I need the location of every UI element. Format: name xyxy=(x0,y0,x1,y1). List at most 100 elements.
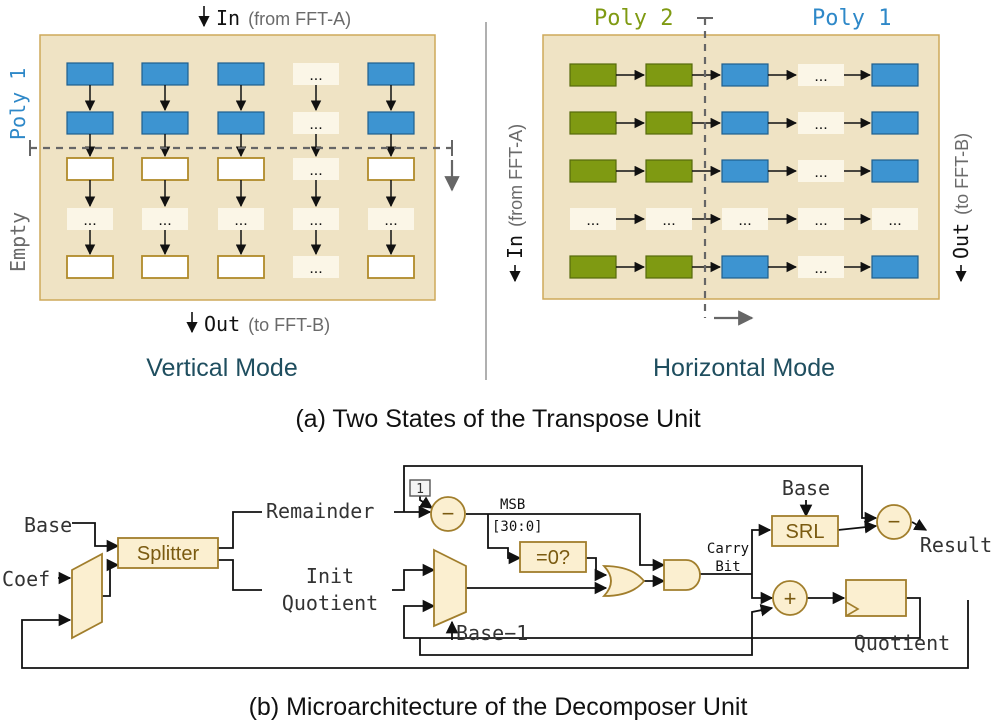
horizontal-out-label: Out(to FFT-B) xyxy=(949,133,973,283)
v-cell-r2-c2 xyxy=(217,157,265,181)
v-dots-r4-c3: ... xyxy=(309,260,322,277)
v-cell-r4-c3 xyxy=(293,256,339,278)
h-cell-r2-c4 xyxy=(871,159,919,183)
decomposer-components: Splitter 1 − =0? SRL − + xyxy=(71,479,912,640)
v-cell-r3-c3 xyxy=(293,208,339,230)
h-dots-r0-c3: ... xyxy=(814,68,827,85)
subtractor-1 xyxy=(430,496,466,532)
v-dots-r3-c2: ... xyxy=(234,212,247,229)
h-cell-r0-c4 xyxy=(871,63,919,87)
v-cell-r3-c1 xyxy=(142,208,188,230)
v-dots-r1-c3: ... xyxy=(309,116,322,133)
wire-mux2-to-adder xyxy=(419,604,774,656)
h-cell-r4-c1 xyxy=(645,255,693,279)
wire-splitter-remainder xyxy=(218,511,262,549)
adder xyxy=(772,580,808,616)
h-cell-r3-c4 xyxy=(872,208,918,230)
remainder-label: Remainder xyxy=(266,499,374,523)
v-cell-r0-c3 xyxy=(293,63,339,85)
v-dots-r3-c4: ... xyxy=(384,212,397,229)
zero-check-label: =0? xyxy=(536,547,570,569)
subtractor-2 xyxy=(876,504,912,540)
h-cell-r3-c2 xyxy=(722,208,768,230)
base-top-label: Base xyxy=(782,476,830,500)
wire-feedback-left xyxy=(21,600,969,669)
wire-msb xyxy=(466,513,666,572)
vertical-grid: ........................... xyxy=(66,62,415,279)
srl-block xyxy=(771,515,839,547)
vertical-out-text: Out(to FFT-B) xyxy=(204,312,330,336)
horizontal-grid: ........................... xyxy=(569,63,919,279)
horizontal-in-label: In(from FFT-A) xyxy=(503,124,527,283)
vertical-mode-title: Vertical Mode xyxy=(146,354,297,382)
subtractor-2-sign: − xyxy=(888,509,901,534)
coef-label: Coef xyxy=(2,567,50,591)
h-dots-r1-c3: ... xyxy=(814,116,827,133)
h-cell-r0-c0 xyxy=(569,63,617,87)
v-dots-r2-c3: ... xyxy=(309,162,322,179)
v-dots-r3-c3: ... xyxy=(309,212,322,229)
zero-check-block xyxy=(519,541,587,573)
quotient-right-label: Quotient xyxy=(854,631,950,655)
h-cell-r4-c2 xyxy=(721,255,769,279)
horizontal-out-text: Out(to FFT-B) xyxy=(949,133,973,259)
or-gate xyxy=(601,565,646,597)
vertical-poly1-side-label: Poly 1 xyxy=(6,68,30,140)
v-dots-r3-c0: ... xyxy=(83,212,96,229)
v-cell-r4-c1 xyxy=(141,255,189,279)
and-gate xyxy=(663,559,701,591)
bit-label: Bit xyxy=(715,559,740,575)
bits-label: [30:0] xyxy=(492,519,543,535)
horizontal-in-text: In(from FFT-A) xyxy=(503,124,527,259)
horizontal-poly1-label: Poly 1 xyxy=(812,6,891,31)
h-cell-r4-c0 xyxy=(569,255,617,279)
splitter-label: Splitter xyxy=(137,543,200,565)
v-cell-r0-c1 xyxy=(141,62,189,86)
v-cell-r1-c2 xyxy=(217,111,265,135)
h-cell-r4-c3 xyxy=(798,256,844,278)
quotient-left-label: Quotient xyxy=(282,591,378,615)
h-cell-r1-c0 xyxy=(569,111,617,135)
wire-splitter-init xyxy=(218,559,262,591)
wire-mux-to-splitter xyxy=(102,558,120,597)
wire-carry-down xyxy=(751,574,774,605)
wire-zero-to-or xyxy=(586,557,608,582)
srl-label: SRL xyxy=(786,521,825,543)
h-dots-r3-c3: ... xyxy=(814,212,827,229)
h-cell-r3-c3 xyxy=(798,208,844,230)
v-cell-r3-c4 xyxy=(368,208,414,230)
h-cell-r2-c1 xyxy=(645,159,693,183)
v-cell-r2-c3 xyxy=(293,158,339,180)
v-cell-r1-c4 xyxy=(367,111,415,135)
result-label: Result xyxy=(920,533,992,557)
wire-carry-up xyxy=(751,523,772,574)
v-cell-r1-c0 xyxy=(66,111,114,135)
vertical-in-text: In(from FFT-A) xyxy=(216,6,351,30)
caption-b: (b) Microarchitecture of the Decomposer … xyxy=(249,693,748,721)
decomposer-labels: Base Coef Remainder Init Quotient MSB [3… xyxy=(2,476,992,655)
v-cell-r2-c0 xyxy=(66,157,114,181)
v-cell-r3-c0 xyxy=(67,208,113,230)
wire-init-to-mux2 xyxy=(392,563,436,591)
h-cell-r1-c4 xyxy=(871,111,919,135)
carry-label: Carry xyxy=(707,541,749,557)
h-cell-r1-c1 xyxy=(645,111,693,135)
v-cell-r0-c0 xyxy=(66,62,114,86)
h-cell-r0-c3 xyxy=(798,64,844,86)
vertical-empty-side-label: Empty xyxy=(6,212,30,272)
caption-a: (a) Two States of the Transpose Unit xyxy=(295,405,700,433)
v-dots-r3-c1: ... xyxy=(158,212,171,229)
h-cell-r0-c2 xyxy=(721,63,769,87)
register-clock-icon xyxy=(845,601,860,617)
h-cell-r1-c3 xyxy=(798,112,844,134)
h-cell-r3-c0 xyxy=(570,208,616,230)
v-cell-r0-c4 xyxy=(367,62,415,86)
v-cell-r4-c0 xyxy=(66,255,114,279)
wire-result xyxy=(911,518,928,531)
v-cell-r2-c4 xyxy=(367,157,415,181)
v-cell-r0-c2 xyxy=(217,62,265,86)
msb-label: MSB xyxy=(500,497,525,513)
wire-remainder-bypass xyxy=(403,465,878,525)
h-cell-r4-c4 xyxy=(871,255,919,279)
